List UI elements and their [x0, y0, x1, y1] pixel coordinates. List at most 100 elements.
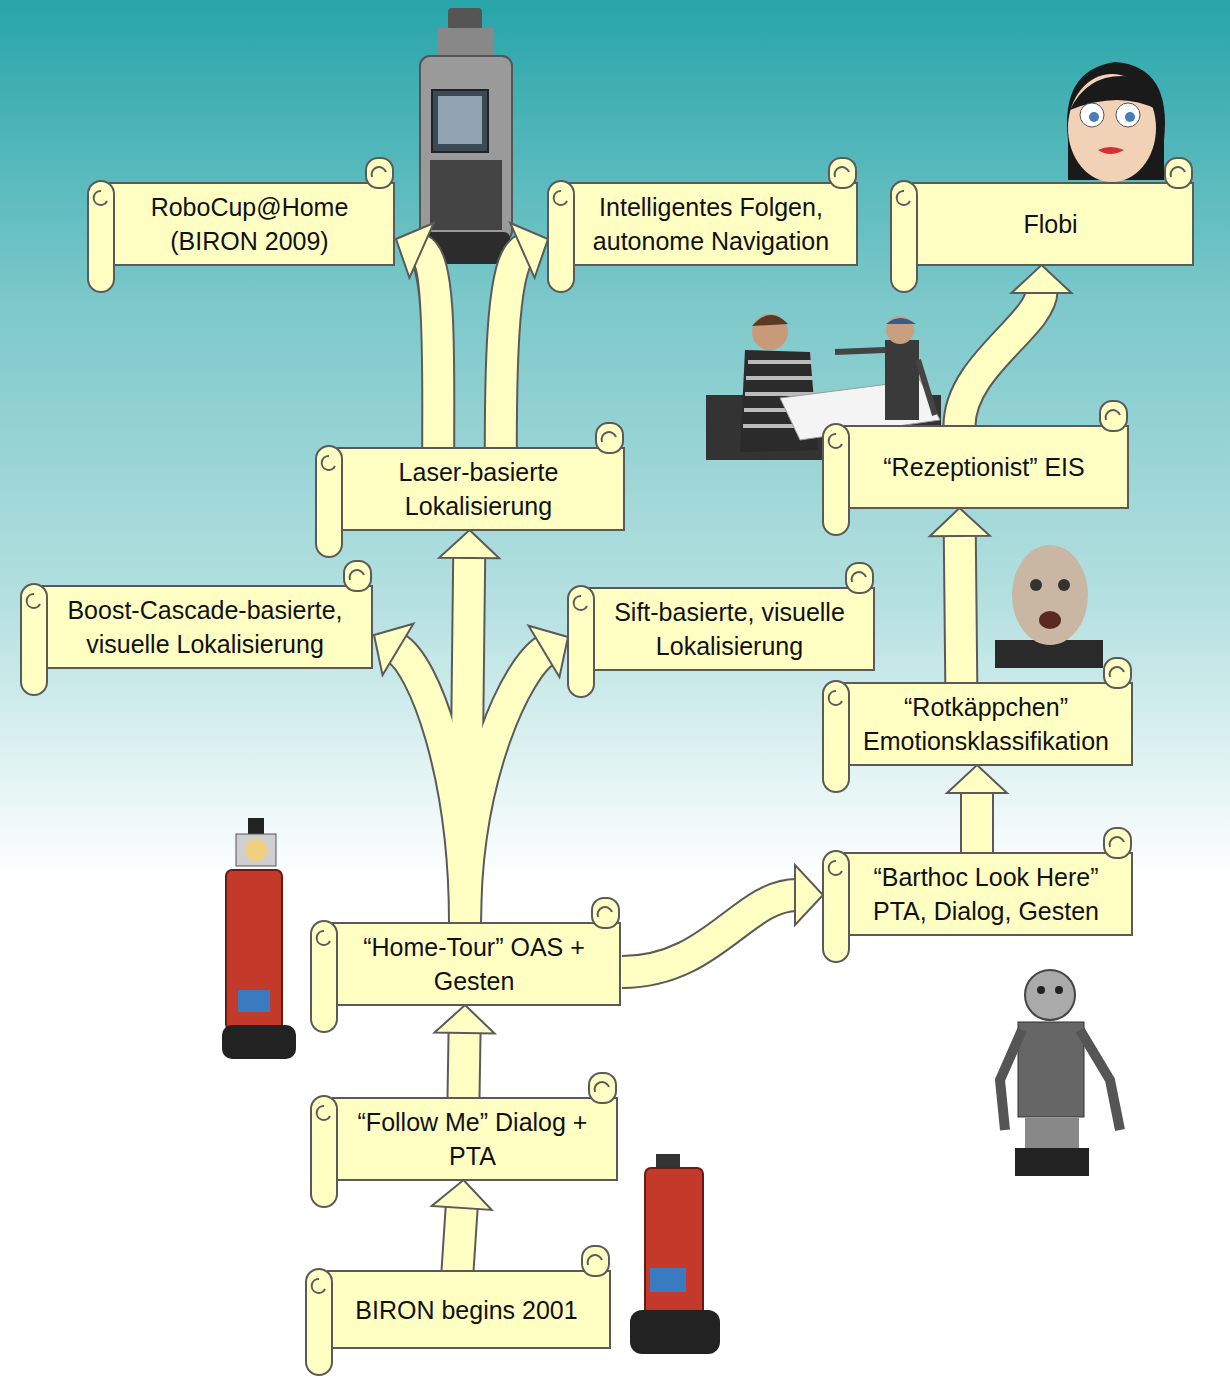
scroll-body [43, 586, 372, 668]
scroll-curl-line [835, 167, 849, 177]
scroll-roll-line [574, 596, 587, 610]
scroll-body [845, 426, 1128, 508]
scroll-roll [21, 584, 47, 695]
scroll-box: “Barthoc Look Here” PTA, Dialog, Gesten [820, 825, 1134, 965]
scroll-box: “Follow Me” Dialog + PTA [308, 1070, 619, 1210]
scroll-shape [820, 655, 1134, 795]
arrow-outline [420, 250, 439, 448]
text-area: “Follow Me” Dialog + PTA [340, 1100, 605, 1178]
arrow-head [374, 624, 413, 675]
scroll-curl-line [588, 1255, 602, 1265]
scroll-box: RoboCup@Home (BIRON 2009) [85, 155, 396, 295]
arrow-outline [622, 895, 797, 972]
scroll-curl [596, 423, 623, 453]
node-text: Boost-Cascade-basierte, visuelle Lokalis… [50, 593, 360, 661]
arrow-head [396, 223, 434, 278]
arrow-head [795, 865, 823, 925]
scroll-body [845, 853, 1132, 935]
arrow-shaft [465, 650, 546, 923]
text-area: “Rotkäppchen” Emotionsklassifikation [852, 685, 1120, 763]
scroll-roll-line [829, 861, 842, 875]
scroll-roll [316, 446, 342, 557]
text-area: Sift-basierte, visuelle Lokalisierung [597, 590, 862, 668]
scroll-roll [823, 424, 849, 535]
node-text: Flobi [1023, 207, 1077, 241]
scroll-roll [568, 586, 594, 697]
arrow-outline [960, 291, 1042, 426]
scroll-curl-line [1110, 667, 1124, 677]
arrow-head [529, 626, 568, 677]
scroll-box: “Rezeptionist” EIS [820, 398, 1130, 538]
node-text: “Rezeptionist” EIS [883, 450, 1084, 484]
scroll-curl [366, 158, 393, 188]
flobi-head [1067, 62, 1165, 182]
text-area: Intelligentes Folgen, autonome Navigatio… [577, 185, 845, 263]
node-text: “Follow Me” Dialog + PTA [340, 1105, 605, 1173]
scroll-box: BIRON begins 2001 [303, 1243, 612, 1378]
scroll-curl-line [595, 1082, 609, 1092]
scroll-shape [545, 155, 859, 295]
scroll-body [328, 1271, 610, 1348]
scroll-roll-line [554, 191, 567, 205]
scroll-body [333, 923, 620, 1005]
biron-2009-robot [420, 8, 512, 264]
text-area: Flobi [920, 185, 1181, 263]
scroll-curl-line [372, 167, 386, 177]
scroll-box: Intelligentes Folgen, autonome Navigatio… [545, 155, 859, 295]
scroll-curl [829, 158, 856, 188]
scroll-roll [823, 851, 849, 962]
scroll-curl [1104, 828, 1131, 858]
arrow-outline [960, 534, 962, 683]
node-text: Intelligentes Folgen, autonome Navigatio… [577, 190, 845, 258]
scroll-roll [311, 921, 337, 1032]
arrow-outline [458, 1206, 462, 1271]
node-text: “Home-Tour” OAS + Gesten [340, 930, 608, 998]
scroll-roll [891, 181, 917, 292]
text-area: Boost-Cascade-basierte, visuelle Lokalis… [50, 588, 360, 666]
scroll-curl [582, 1246, 609, 1276]
scroll-shape [308, 1070, 619, 1210]
scroll-roll-line [317, 931, 330, 945]
scroll-roll [306, 1269, 332, 1375]
scroll-curl [592, 898, 619, 928]
scroll-body [845, 683, 1132, 765]
scroll-curl [1104, 658, 1131, 688]
node-text: BIRON begins 2001 [355, 1293, 577, 1327]
arrow-shaft [622, 895, 797, 972]
arrow-outline [464, 1031, 465, 1098]
scroll-box: Boost-Cascade-basierte, visuelle Lokalis… [18, 558, 374, 698]
scroll-curl-line [350, 570, 364, 580]
scroll-curl-line [598, 907, 612, 917]
scroll-box: “Home-Tour” OAS + Gesten [308, 895, 622, 1035]
arrow-shaft [501, 250, 524, 448]
scroll-curl-line [1106, 410, 1120, 420]
arrow-shaft [960, 534, 962, 683]
scroll-curl [1100, 401, 1127, 431]
node-text: “Rotkäppchen” Emotionsklassifikation [852, 690, 1120, 758]
scroll-roll-line [317, 1106, 330, 1120]
text-area: BIRON begins 2001 [335, 1273, 598, 1346]
scroll-shape [18, 558, 374, 698]
scroll-box: Laser-basierte Lokalisierung [313, 420, 626, 560]
scroll-roll-line [312, 1279, 325, 1293]
scroll-shape [313, 420, 626, 560]
text-area: Laser-basierte Lokalisierung [345, 450, 612, 528]
arrow-head [1012, 265, 1072, 293]
scroll-box: “Rotkäppchen” Emotionsklassifikation [820, 655, 1134, 795]
arrow-head [930, 508, 990, 536]
arrow-shaft [464, 1031, 465, 1098]
arrow-head [435, 1005, 495, 1033]
scroll-shape [85, 155, 396, 295]
scroll-roll [548, 181, 574, 292]
arrow-head [947, 765, 1007, 793]
node-text: RoboCup@Home (BIRON 2009) [117, 190, 382, 258]
scroll-curl [1165, 158, 1192, 188]
scroll-body [570, 183, 857, 265]
scroll-curl-line [1110, 837, 1124, 847]
scroll-shape [565, 560, 876, 700]
scroll-body [913, 183, 1193, 265]
node-text: “Barthoc Look Here” PTA, Dialog, Gesten [852, 860, 1120, 928]
scroll-roll-line [897, 191, 910, 205]
scroll-body [338, 448, 624, 530]
